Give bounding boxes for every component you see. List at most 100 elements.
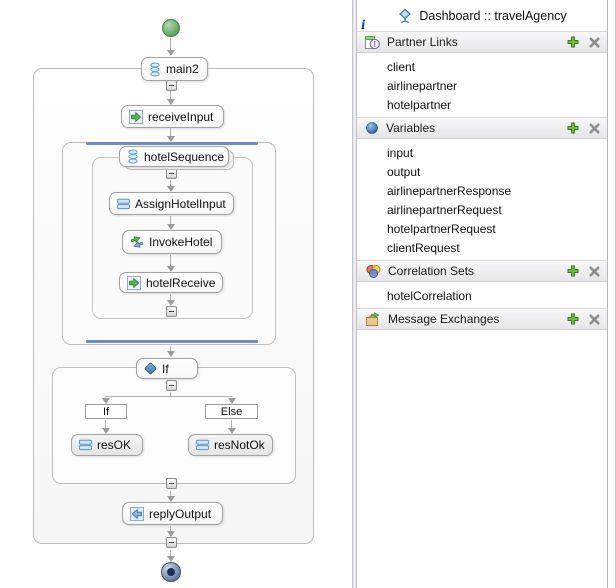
flow-line	[170, 294, 171, 300]
flow-line	[170, 255, 171, 266]
list-item[interactable]: hotelCorrelation	[387, 288, 472, 303]
flow-arrowhead	[167, 351, 175, 357]
dashboard-icon	[399, 8, 412, 23]
collapse-button[interactable]	[166, 380, 177, 391]
add-message-exchange-button[interactable]	[566, 312, 580, 326]
plus-icon	[567, 313, 579, 325]
activity-label: hotelSequence	[144, 149, 225, 164]
activity-resNotOk[interactable]: resNotOk	[188, 434, 273, 456]
activity-label: replyOutput	[149, 506, 212, 521]
activity-InvokeHotel[interactable]: InvokeHotel	[122, 230, 222, 254]
activity-If[interactable]: If	[136, 358, 198, 379]
sequence-icon	[128, 149, 138, 164]
flow-line	[170, 180, 171, 186]
activity-hotelReceive[interactable]: hotelReceive	[119, 272, 223, 293]
flow-arrowhead	[167, 300, 175, 306]
process-end-node[interactable]	[161, 562, 181, 582]
panel-header: Dashboard :: travelAgency i	[357, 0, 607, 31]
partner-links-list: client airlinepartner hotelpartner	[357, 53, 607, 117]
activity-resOK[interactable]: resOK	[71, 434, 143, 456]
list-item[interactable]: clientRequest	[387, 240, 460, 255]
delete-x-icon	[589, 123, 599, 133]
delete-x-icon	[589, 314, 599, 324]
activity-hotelSequence[interactable]: hotelSequence	[119, 146, 229, 167]
activity-label: AssignHotelInput	[135, 196, 226, 211]
section-header-partner-links[interactable]: I Partner Links	[357, 31, 607, 53]
activity-replyOutput[interactable]: replyOutput	[122, 502, 223, 525]
section-header-correlation-sets[interactable]: Correlation Sets	[357, 260, 607, 282]
delete-x-icon	[589, 37, 599, 47]
branch-line	[170, 392, 171, 397]
plus-icon	[567, 36, 579, 48]
delete-variable-button[interactable]	[587, 121, 601, 135]
invoke-icon	[130, 236, 144, 248]
activity-main2[interactable]: main2	[141, 57, 208, 81]
flow-line	[170, 38, 171, 50]
flow-line	[170, 526, 171, 531]
if-condition-box[interactable]: If	[85, 404, 127, 419]
flow-line	[231, 420, 232, 428]
add-correlation-set-button[interactable]	[566, 264, 580, 278]
list-item[interactable]: input	[387, 145, 414, 160]
activity-label: InvokeHotel	[149, 235, 213, 249]
if-diamond-icon	[144, 362, 157, 375]
flow-arrowhead	[167, 136, 175, 142]
flow-line	[170, 128, 171, 136]
activity-label: If	[162, 361, 169, 376]
list-item[interactable]: hotelpartner	[387, 97, 452, 112]
collapse-button[interactable]	[166, 80, 177, 91]
section-header-message-exchanges[interactable]: Message Exchanges	[357, 308, 607, 330]
flow-arrowhead	[167, 556, 175, 562]
add-variable-button[interactable]	[566, 121, 580, 135]
assign-icon	[117, 198, 130, 209]
collapse-button[interactable]	[166, 478, 177, 489]
activity-AssignHotelInput[interactable]: AssignHotelInput	[109, 192, 234, 215]
section-header-variables[interactable]: Variables	[357, 117, 607, 139]
add-partner-link-button[interactable]	[566, 35, 580, 49]
assign-icon	[196, 439, 209, 451]
receive-icon	[127, 275, 141, 290]
flow-arrowhead	[167, 186, 175, 192]
else-condition-box[interactable]: Else	[205, 404, 258, 419]
list-item[interactable]: hotelpartnerRequest	[387, 221, 496, 236]
flow-arrowhead	[167, 496, 175, 502]
branch-arrowhead	[228, 398, 236, 404]
list-item[interactable]: client	[387, 59, 416, 74]
delete-partner-link-button[interactable]	[587, 35, 601, 49]
flow-line	[170, 491, 171, 496]
flow-line	[170, 550, 171, 556]
flow-line	[170, 91, 171, 99]
flow-arrowhead	[167, 50, 175, 56]
activity-label: hotelReceive	[146, 275, 216, 290]
variable-icon	[366, 122, 378, 134]
flow-arrowhead	[167, 531, 175, 537]
activity-receiveInput[interactable]: receiveInput	[121, 105, 224, 128]
section-label: Partner Links	[387, 35, 458, 49]
correlation-set-icon	[366, 264, 381, 278]
flow-arrowhead	[167, 266, 175, 272]
selection-line-bottom	[86, 340, 258, 343]
scrollbar-track[interactable]	[608, 0, 616, 588]
sequence-icon	[150, 62, 160, 76]
process-start-node[interactable]	[162, 19, 180, 37]
selection-line-top	[86, 142, 258, 145]
collapse-button[interactable]	[166, 537, 177, 548]
flow-arrowhead	[167, 99, 175, 105]
list-item[interactable]: airlinepartnerRequest	[387, 202, 502, 217]
list-item[interactable]: airlinepartner	[387, 78, 458, 93]
flow-line	[170, 346, 171, 351]
delete-correlation-set-button[interactable]	[587, 264, 601, 278]
section-label: Correlation Sets	[388, 264, 475, 278]
assign-icon	[79, 439, 92, 451]
delete-message-exchange-button[interactable]	[587, 312, 601, 326]
panel-splitter[interactable]	[352, 0, 357, 588]
list-item[interactable]: output	[387, 164, 421, 179]
info-icon[interactable]: i	[361, 18, 366, 32]
diagram-canvas[interactable]: main2 receiveInput hotelSequence Assign	[0, 0, 352, 588]
panel-title: Dashboard :: travelAgency	[419, 8, 567, 23]
list-item[interactable]: airlinepartnerResponse	[387, 183, 512, 198]
collapse-button[interactable]	[166, 306, 177, 317]
plus-icon	[567, 265, 579, 277]
variables-list: input output airlinepartnerResponse airl…	[357, 139, 607, 260]
